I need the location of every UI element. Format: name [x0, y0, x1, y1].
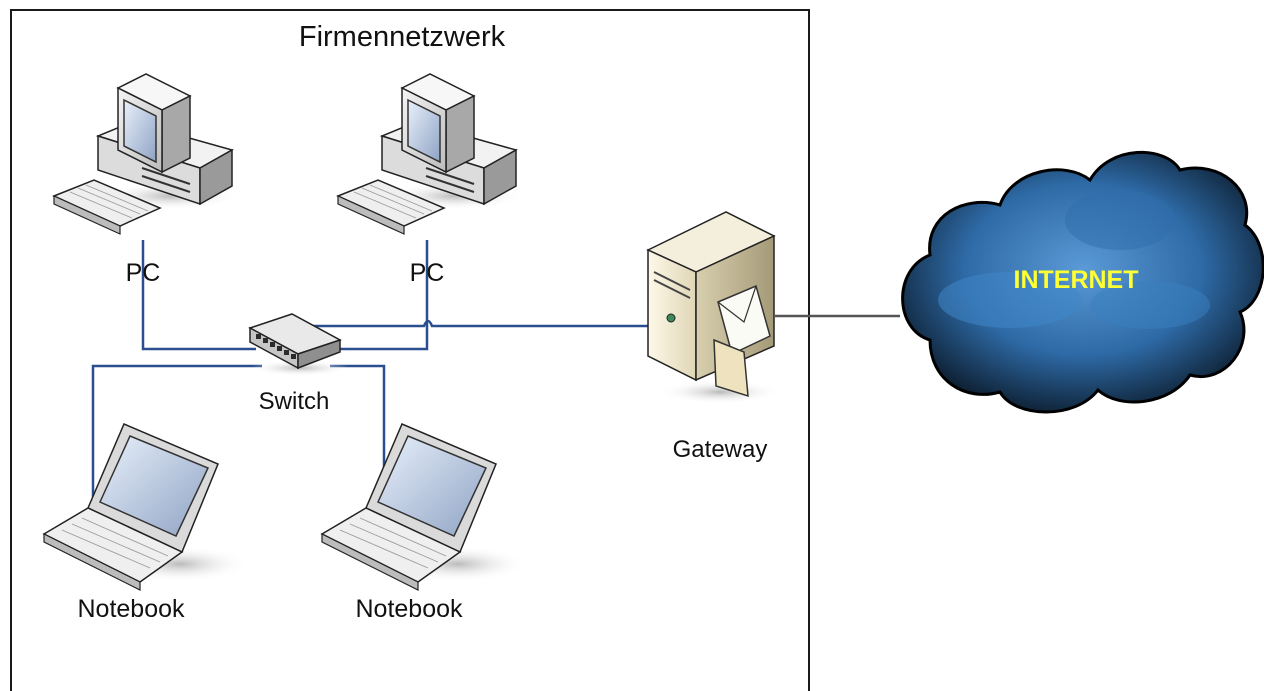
- pc-right-label: PC: [410, 259, 445, 287]
- switch-label: Switch: [259, 388, 330, 415]
- laptop-icon: [320, 423, 528, 591]
- desktop-pc-icon: [52, 73, 240, 235]
- network-links: [91, 240, 900, 497]
- network-switch-icon: [248, 313, 350, 376]
- notebook-right-label: Notebook: [355, 595, 463, 623]
- desktop-pc-icon: [336, 73, 524, 235]
- link-notebook-left-switch: [91, 364, 262, 497]
- gateway-label: Gateway: [673, 436, 768, 463]
- link-pc-left-switch: [141, 240, 256, 351]
- link-pc-right-switch: [336, 240, 429, 351]
- pc-left-label: PC: [126, 259, 161, 287]
- network-title: Firmennetzwerk: [299, 21, 506, 53]
- mail-server-icon: [646, 211, 780, 404]
- laptop-icon: [42, 423, 250, 591]
- company-network-boundary: [10, 9, 810, 691]
- link-switch-gateway: [306, 319, 648, 328]
- notebook-left-label: Notebook: [77, 595, 185, 623]
- internet-label: INTERNET: [1014, 266, 1139, 294]
- link-notebook-right-switch: [330, 364, 386, 472]
- cloud-icon: [901, 150, 1264, 414]
